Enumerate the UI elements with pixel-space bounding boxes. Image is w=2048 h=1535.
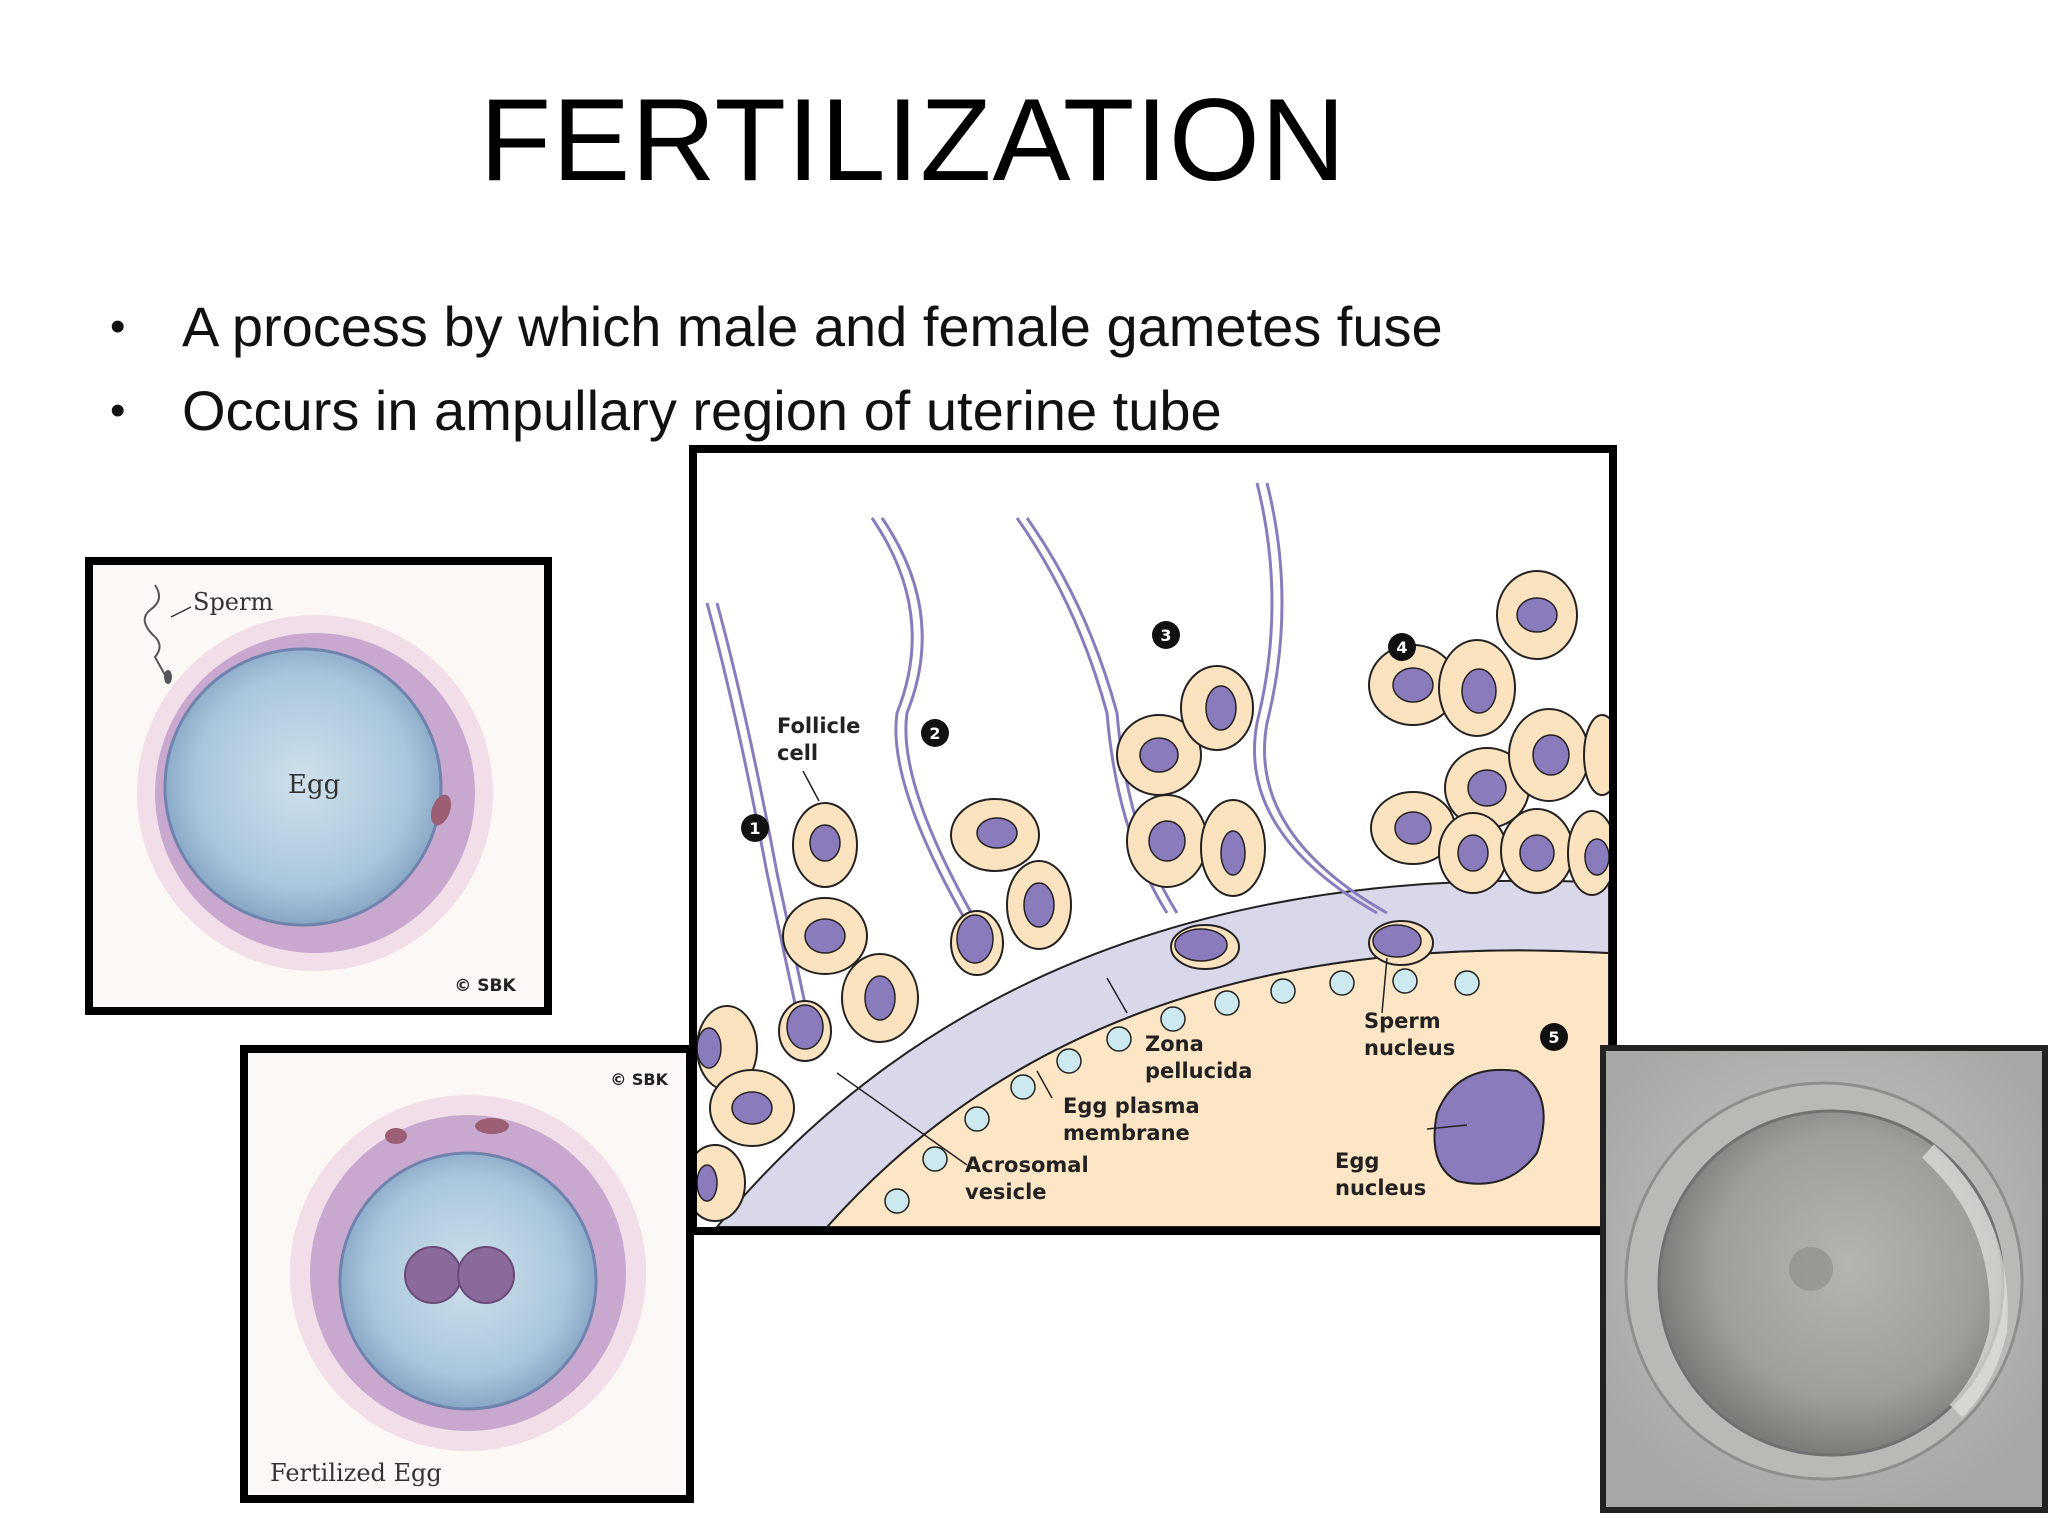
bullet-list: • A process by which male and female game… (110, 285, 1443, 453)
sperm-head (164, 670, 172, 684)
step-1-marker: 1 (749, 819, 760, 838)
step-3-marker: 3 (1160, 626, 1171, 645)
egg-nucleus-label: Egg (1335, 1149, 1379, 1173)
step-markers: 1 2 3 4 5 (741, 621, 1568, 1051)
sperm-nucleus-label: Sperm (1364, 1009, 1441, 1033)
fertilized-egg-illustration: © SBK Fertilized Egg (240, 1045, 694, 1503)
acrosomal-vesicle-label: Acrosomal (965, 1153, 1089, 1177)
leader-lines (802, 770, 1468, 1166)
fertilized-egg-caption: Fertilized Egg (270, 1459, 442, 1487)
egg-micrograph (1600, 1045, 2048, 1513)
egg-illustration-art: Sperm Egg © SBK (93, 565, 544, 1007)
polar-body (430, 794, 452, 826)
egg-nucleus-label: nucleus (1335, 1176, 1426, 1200)
fertilization-diagram: 1 2 3 4 5 Follicle (689, 445, 1617, 1235)
copyright-label: © SBK (454, 976, 516, 996)
step-5-marker: 5 (1548, 1028, 1559, 1047)
pronuclei (1789, 1247, 1833, 1291)
follicle-cell-label: cell (777, 741, 818, 765)
bullet-dot-icon: • (110, 302, 126, 351)
egg-cell (163, 647, 443, 927)
bullet-text: A process by which male and female gamet… (182, 295, 1443, 358)
bullet-item: • A process by which male and female game… (110, 285, 1443, 369)
cortical-granules (884, 968, 1480, 1214)
egg-nucleus (1433, 1069, 1545, 1185)
diagram-labels: Follicle cell Zona pellucida Egg plasma … (777, 714, 1455, 1204)
egg-plasma-membrane-label: Egg plasma (1063, 1094, 1200, 1118)
bullet-dot-icon: • (110, 386, 126, 435)
sperm-tail (143, 584, 166, 676)
egg-illustration: Sperm Egg © SBK (85, 557, 552, 1015)
bullet-item: • Occurs in ampullary region of uterine t… (110, 369, 1443, 453)
egg-micrograph-art (1606, 1051, 2042, 1507)
light-rim (1921, 1144, 2008, 1418)
sperm-tails (705, 482, 1388, 1014)
follicle-cell-label: Follicle (777, 714, 860, 738)
acrosomal-vesicle-label: vesicle (965, 1180, 1047, 1204)
follicle-nuclei (697, 597, 1609, 1202)
zona-pellucida-label: Zona (1145, 1032, 1204, 1056)
sperm-label: Sperm (193, 588, 273, 616)
polar-body (385, 1128, 407, 1144)
fertilized-egg-art: © SBK Fertilized Egg (248, 1053, 686, 1495)
pronucleus (404, 1246, 462, 1304)
pronucleus (457, 1246, 515, 1304)
step-4-marker: 4 (1396, 638, 1407, 657)
bullet-text: Occurs in ampullary region of uterine tu… (182, 379, 1222, 442)
fertilization-diagram-art: 1 2 3 4 5 Follicle (697, 453, 1609, 1227)
step-2-marker: 2 (929, 724, 940, 743)
sperm-heads (778, 910, 1434, 1062)
egg-label: Egg (288, 770, 340, 800)
copyright-label: © SBK (610, 1070, 668, 1089)
zona-pellucida-label: pellucida (1145, 1059, 1252, 1083)
egg-plasma-membrane-label: membrane (1063, 1121, 1190, 1145)
slide-title: FERTILIZATION (479, 74, 1347, 205)
sperm-nucleus-label: nucleus (1364, 1036, 1455, 1060)
polar-body (475, 1118, 509, 1134)
